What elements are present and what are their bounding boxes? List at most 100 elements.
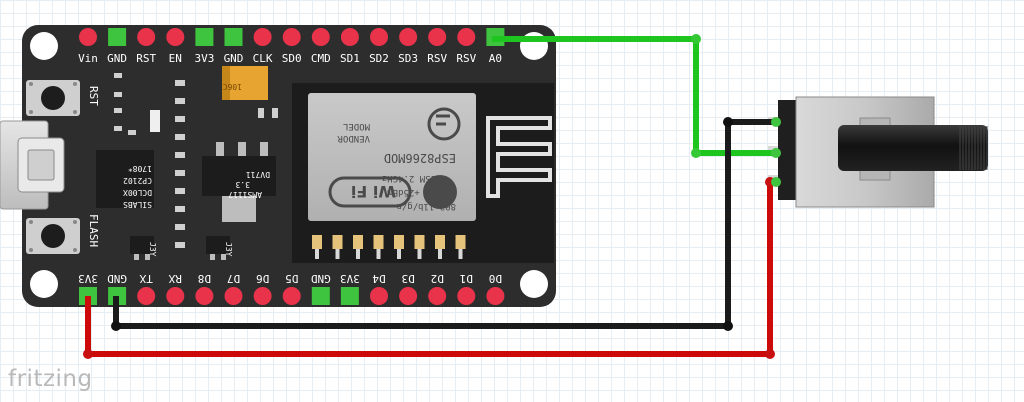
bottom-pin-label: TX bbox=[139, 272, 153, 285]
transistor: J3Y bbox=[206, 236, 233, 260]
chip-line-3: DCL00X bbox=[123, 188, 152, 197]
potentiometer bbox=[768, 96, 988, 208]
module-pin bbox=[376, 249, 381, 259]
pin-pad bbox=[137, 287, 156, 305]
module-pad bbox=[373, 235, 384, 249]
wifi-logo: Wi Fi bbox=[328, 175, 457, 209]
pin-pad bbox=[224, 28, 243, 46]
voltage-regulator: DV711 3.3 AMS1117 bbox=[202, 142, 276, 222]
pin-pad bbox=[195, 28, 214, 46]
top-pin-label: 3V3 bbox=[194, 52, 214, 65]
pin-pad bbox=[399, 28, 418, 46]
esp8266-module: 802.11b/g/n PA +25dBm ISM 2.4GHz ESP8266… bbox=[292, 83, 554, 263]
rst-button[interactable] bbox=[26, 80, 80, 116]
module-pin bbox=[397, 249, 401, 259]
pin-pad bbox=[340, 287, 359, 305]
module-line-5: VENDOR bbox=[337, 133, 370, 143]
module-pin bbox=[438, 249, 442, 259]
pin-pad bbox=[195, 287, 214, 305]
top-pin-label: SD3 bbox=[398, 52, 418, 65]
module-pin bbox=[315, 249, 319, 259]
top-pin-label: EN bbox=[169, 52, 182, 65]
pot-back bbox=[778, 100, 798, 200]
top-pin-label: CLK bbox=[253, 52, 273, 65]
bottom-pin-label: D3 bbox=[401, 272, 414, 285]
pin-pad bbox=[370, 287, 388, 305]
module-line-4: ESP8266MOD bbox=[384, 151, 456, 165]
wires bbox=[83, 34, 781, 359]
chip-line-2: CP2102 bbox=[123, 176, 152, 185]
module-pad bbox=[353, 235, 363, 249]
pin-pad bbox=[399, 287, 418, 305]
pin-pad bbox=[282, 28, 301, 46]
bottom-pin-label: D7 bbox=[227, 272, 240, 285]
top-pin-label: SD0 bbox=[282, 52, 302, 65]
fritzing-logo: fritzing bbox=[8, 366, 93, 392]
flash-label: FLASH bbox=[87, 214, 100, 247]
regulator-line-2: 3.3 bbox=[235, 180, 250, 189]
bottom-pin-label: 3V3 bbox=[78, 272, 98, 285]
module-pin bbox=[417, 249, 422, 259]
pin-pad bbox=[166, 28, 185, 46]
wire-green bbox=[492, 36, 776, 156]
bottom-pin-label: RX bbox=[168, 272, 182, 285]
top-pin-label: GND bbox=[224, 52, 244, 65]
module-pad bbox=[332, 235, 343, 249]
pin-pad bbox=[370, 28, 388, 46]
pin-pad bbox=[428, 287, 447, 305]
transistor-label: J3Y bbox=[224, 242, 233, 257]
top-pin-label: Vin bbox=[78, 52, 98, 65]
module-pin bbox=[458, 249, 463, 259]
pin-pad bbox=[253, 28, 272, 46]
pin-pad bbox=[486, 287, 505, 305]
chip-line-1: 1708* bbox=[128, 164, 152, 173]
tantalum-capacitor: 106C bbox=[222, 66, 268, 100]
module-line-6: MODEL bbox=[343, 121, 370, 131]
regulator-line-1: DV711 bbox=[246, 170, 270, 179]
bottom-pin-label: D2 bbox=[431, 272, 444, 285]
mount-hole bbox=[30, 270, 58, 298]
bottom-pin-label: D6 bbox=[256, 272, 269, 285]
module-pad bbox=[394, 235, 404, 249]
wifi-logo-text: Wi Fi bbox=[351, 182, 396, 201]
wire-bend-points bbox=[83, 34, 781, 359]
flash-button[interactable] bbox=[26, 218, 80, 254]
transistor-label: J3Y bbox=[148, 242, 157, 257]
chip-line-4: SILABS bbox=[123, 200, 152, 209]
module-pad bbox=[312, 235, 322, 249]
fcc-logo bbox=[427, 107, 461, 141]
top-pin-label: SD1 bbox=[340, 52, 360, 65]
top-pin-label: RSV bbox=[456, 52, 476, 65]
module-pad bbox=[414, 235, 425, 249]
rst-label: RST bbox=[87, 86, 100, 106]
mount-hole bbox=[520, 270, 548, 298]
mount-hole bbox=[30, 32, 58, 60]
pcb-antenna bbox=[486, 116, 552, 198]
module-pad bbox=[455, 235, 466, 249]
module-line-3: ISM 2.4GHz bbox=[382, 173, 436, 183]
bottom-pin-label: D8 bbox=[198, 272, 211, 285]
module-line-2: PA +25dBm bbox=[387, 187, 436, 197]
pin-pad bbox=[224, 287, 243, 305]
top-pin-label: CMD bbox=[311, 52, 331, 65]
top-pin-label: SD2 bbox=[369, 52, 389, 65]
pin-pad bbox=[108, 28, 127, 46]
bottom-pin-label: D0 bbox=[489, 272, 502, 285]
pin-pad bbox=[457, 28, 476, 46]
pot-knurl bbox=[959, 126, 988, 170]
usb-uart-chip: 1708* CP2102 DCL00X SILABS bbox=[96, 150, 154, 209]
bottom-pin-label: 3V3 bbox=[340, 272, 360, 285]
bottom-pin-label: GND bbox=[107, 272, 127, 285]
module-pad bbox=[435, 235, 445, 249]
bottom-pin-label: D1 bbox=[460, 272, 473, 285]
bottom-pin-label: D5 bbox=[285, 272, 298, 285]
pin-pad bbox=[340, 28, 359, 46]
pin-pad bbox=[282, 287, 301, 305]
module-pin bbox=[335, 249, 340, 259]
top-pin-label: RST bbox=[136, 52, 156, 65]
module-line-1: 802.11b/g/n bbox=[396, 201, 456, 211]
pot-shaft bbox=[838, 125, 988, 171]
